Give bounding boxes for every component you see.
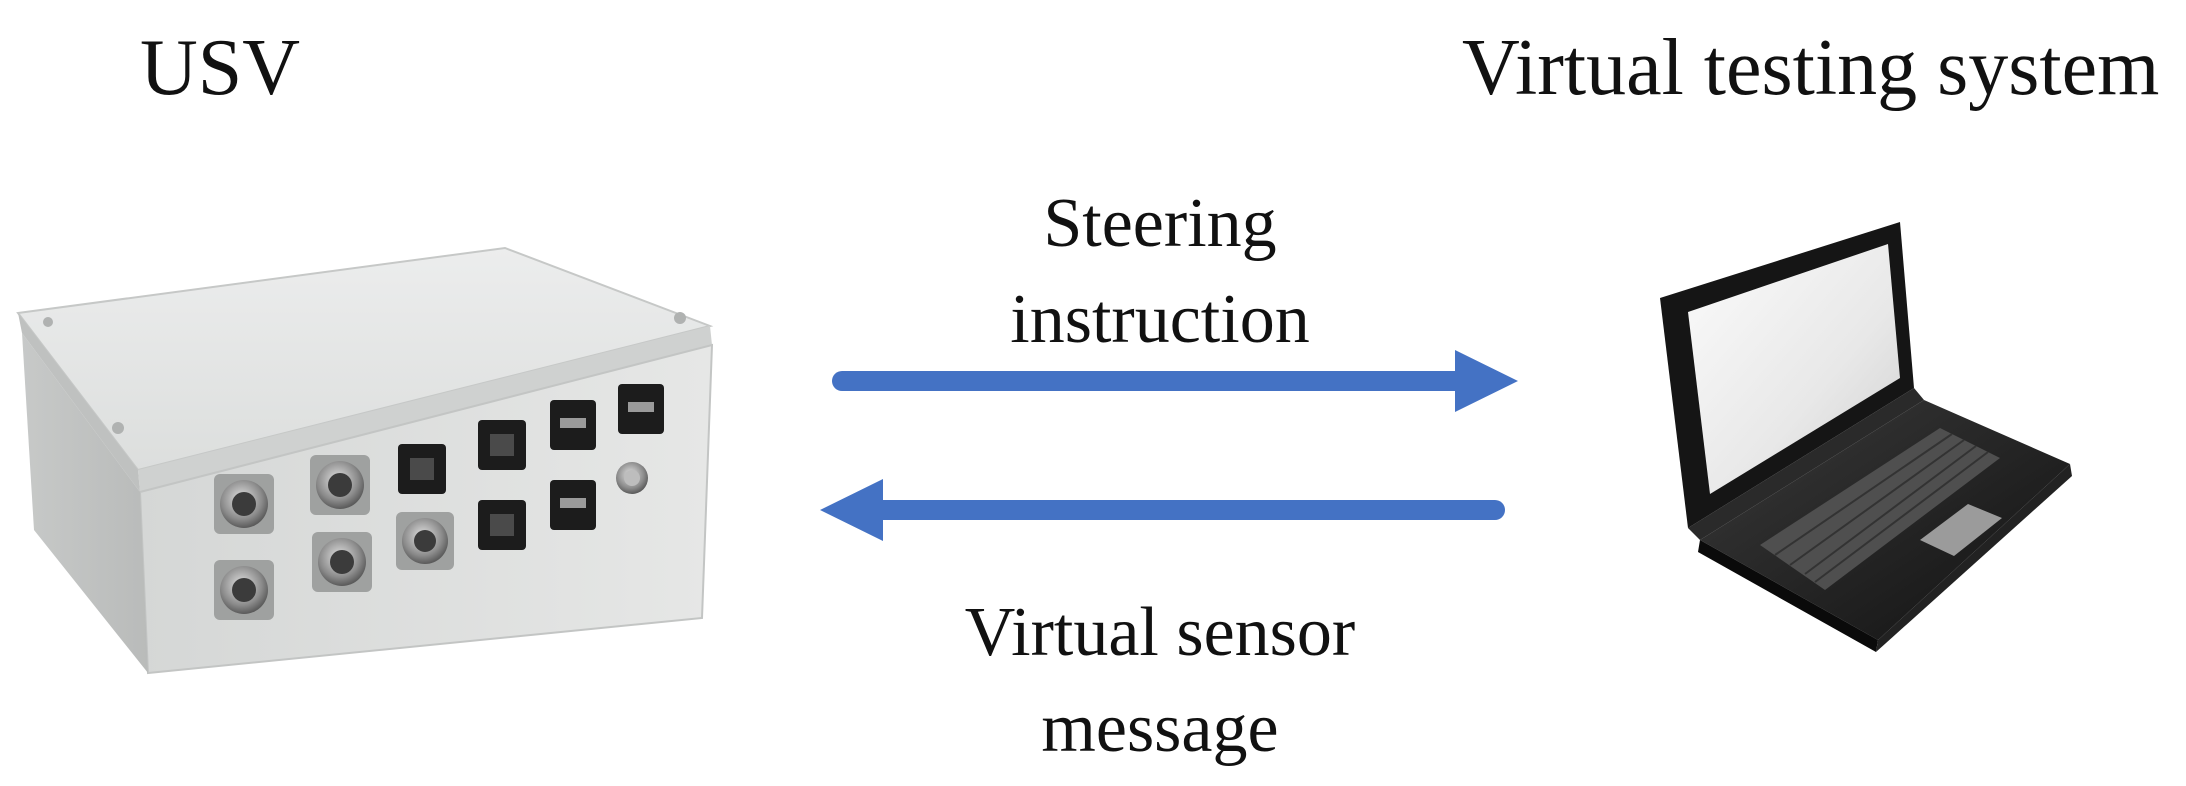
usb-port-icon: [618, 384, 664, 434]
ethernet-port-icon: [478, 500, 526, 550]
virtual-testing-system-label: Virtual testing system: [1462, 24, 2160, 112]
usb-port-icon: [550, 480, 596, 530]
usv-label: USV: [140, 24, 301, 112]
sensor-label-line2: message: [1041, 689, 1279, 767]
circular-connector-icon: [214, 474, 274, 534]
usb-port-icon: [550, 400, 596, 450]
ethernet-port-icon: [478, 420, 526, 470]
virtual-sensor-message-label: Virtual sensor message: [850, 585, 1470, 777]
steering-arrow: [832, 350, 1518, 412]
usv-box-image: [16, 246, 714, 675]
sensor-arrow: [820, 479, 1505, 541]
circular-connector-icon: [312, 532, 372, 592]
power-button-icon: [616, 462, 648, 494]
steering-instruction-label: Steering instruction: [850, 176, 1470, 368]
circular-connector-icon: [396, 512, 454, 570]
steering-label-line2: instruction: [1010, 280, 1310, 358]
steering-label-line1: Steering: [1043, 185, 1277, 262]
circular-connector-icon: [310, 455, 370, 515]
laptop-image: [1660, 222, 2072, 652]
circular-connector-icon: [214, 560, 274, 620]
sensor-label-line1: Virtual sensor: [964, 594, 1356, 671]
ethernet-port-icon: [398, 444, 446, 494]
